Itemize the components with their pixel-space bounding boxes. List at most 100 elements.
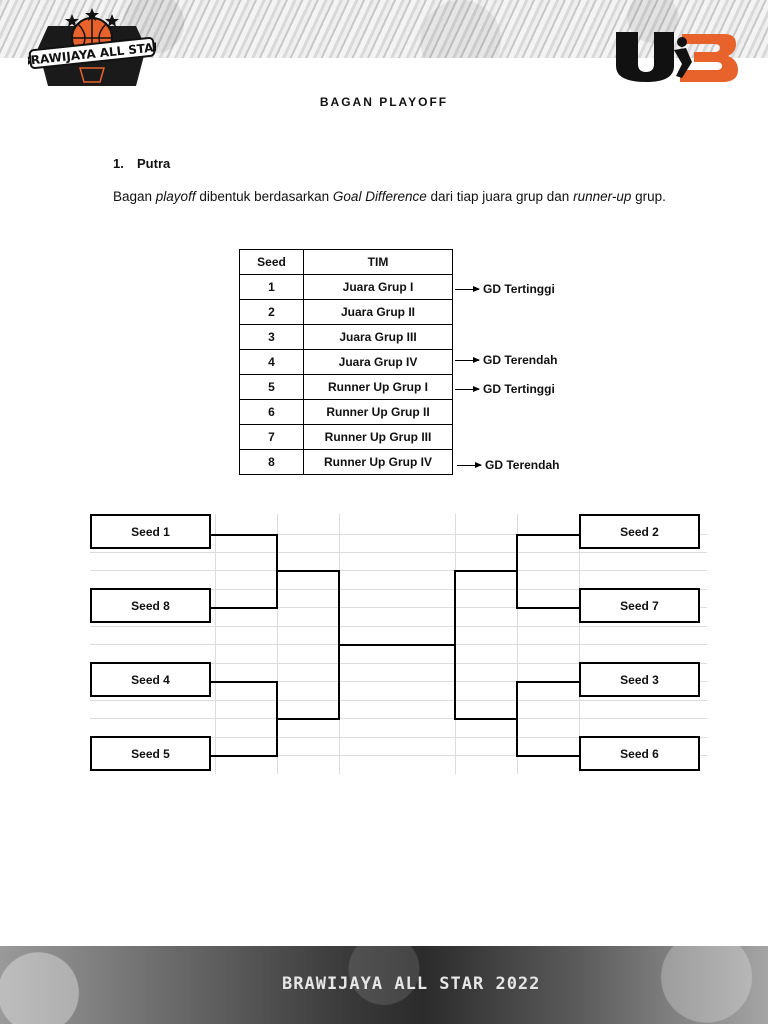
- team-name: Runner Up Grup II: [303, 399, 453, 425]
- note-gd-highest-seed-1: GD Tertinggi: [455, 282, 555, 296]
- note-text: GD Terendah: [483, 353, 558, 367]
- team-name: Runner Up Grup IV: [303, 449, 453, 475]
- section-label: Putra: [137, 156, 171, 171]
- note-gd-highest-seed-5: GD Tertinggi: [455, 382, 555, 396]
- grid-line: [90, 607, 707, 608]
- section-heading: 1. Putra: [113, 156, 170, 171]
- u3-logo: [616, 32, 738, 82]
- note-text: GD Tertinggi: [483, 282, 555, 296]
- header-seed: Seed: [239, 249, 304, 275]
- seed-label: Seed 5: [131, 746, 170, 761]
- para-text: dibentuk berdasarkan: [195, 189, 333, 204]
- arrow-right-icon: [457, 461, 482, 468]
- bracket-line: [516, 681, 518, 757]
- grid-line: [90, 570, 707, 571]
- note-gd-lowest-seed-4: GD Terendah: [455, 353, 557, 367]
- grid-line: [90, 755, 707, 756]
- seed-table-header: Seed TIM: [239, 249, 453, 275]
- bracket-line: [276, 570, 340, 572]
- bracket-line: [211, 681, 277, 683]
- grid-line: [90, 700, 707, 701]
- bracket-line: [454, 570, 456, 720]
- section-number: 1.: [113, 156, 124, 171]
- para-text: dari tiap juara grup dan: [426, 189, 574, 204]
- bracket-seed-left-3: Seed 4: [90, 662, 211, 697]
- team-name: Juara Grup I: [303, 274, 453, 300]
- note-gd-lowest-seed-8: GD Terendah: [457, 458, 559, 472]
- seed-number: 5: [239, 374, 304, 400]
- para-italic-runner-up: runner-up: [573, 189, 632, 204]
- para-italic-goal-difference: Goal Difference: [332, 189, 427, 204]
- grid-line: [90, 681, 707, 682]
- arrow-right-icon: [455, 385, 480, 392]
- seed-number: 3: [239, 324, 304, 350]
- team-name: Juara Grup IV: [303, 349, 453, 375]
- para-text: Bagan: [113, 189, 156, 204]
- bracket-line: [455, 570, 517, 572]
- grid-line: [90, 589, 707, 590]
- arrow-right-icon: [455, 356, 480, 363]
- team-name: Juara Grup II: [303, 299, 453, 325]
- bracket-line: [211, 534, 277, 536]
- bracket-line: [516, 534, 518, 609]
- bracket-line: [211, 607, 277, 609]
- para-text: grup.: [631, 189, 666, 204]
- note-text: GD Terendah: [485, 458, 560, 472]
- bracket-seed-left-1: Seed 1: [90, 514, 211, 549]
- footer-banner: [0, 946, 768, 1024]
- arrow-right-icon: [455, 285, 480, 292]
- page-title: BAGAN PLAYOFF: [319, 95, 449, 109]
- bracket-line: [455, 718, 517, 720]
- footer-title: BRAWIJAYA ALL STAR 2022: [282, 974, 541, 994]
- grid-line: [90, 663, 707, 664]
- bracket-seed-right-3: Seed 3: [579, 662, 700, 697]
- seed-number: 2: [239, 299, 304, 325]
- seed-label: Seed 4: [131, 672, 170, 687]
- bracket-line: [517, 607, 580, 609]
- team-name: Runner Up Grup III: [303, 424, 453, 450]
- seed-number: 4: [239, 349, 304, 375]
- seed-label: Seed 6: [620, 746, 659, 761]
- bracket-line: [517, 534, 580, 536]
- team-name: Runner Up Grup I: [303, 374, 453, 400]
- seed-label: Seed 3: [620, 672, 659, 687]
- seed-label: Seed 7: [620, 598, 659, 613]
- seed-label: Seed 2: [620, 524, 659, 539]
- seed-number: 6: [239, 399, 304, 425]
- para-italic-playoff: playoff: [155, 189, 196, 204]
- grid-line: [90, 534, 707, 535]
- grid-line: [90, 626, 707, 627]
- seed-label: Seed 1: [131, 524, 170, 539]
- bracket-final-line: [338, 644, 456, 646]
- bracket-seed-right-2: Seed 7: [579, 588, 700, 623]
- description-paragraph: Bagan playoff dibentuk berdasarkan Goal …: [113, 186, 673, 207]
- note-text: GD Tertinggi: [483, 382, 555, 396]
- bracket-seed-right-1: Seed 2: [579, 514, 700, 549]
- grid-line: [90, 737, 707, 738]
- grid-line: [90, 718, 707, 719]
- bracket-line: [517, 755, 580, 757]
- seed-number: 1: [239, 274, 304, 300]
- bracket-line: [276, 718, 340, 720]
- bracket-line: [517, 681, 580, 683]
- seed-number: 7: [239, 424, 304, 450]
- bracket-seed-right-4: Seed 6: [579, 736, 700, 771]
- team-name: Juara Grup III: [303, 324, 453, 350]
- bracket-line: [211, 755, 277, 757]
- grid-line: [90, 552, 707, 553]
- brawijaya-all-star-logo: BRAWIJAYA ALL STAR: [28, 8, 156, 86]
- bracket-seed-left-4: Seed 5: [90, 736, 211, 771]
- seed-label: Seed 8: [131, 598, 170, 613]
- playoff-bracket: Seed 1 Seed 8 Seed 4 Seed 5 Seed 2 Seed …: [90, 514, 707, 774]
- header-tim: TIM: [303, 249, 453, 275]
- bracket-seed-left-2: Seed 8: [90, 588, 211, 623]
